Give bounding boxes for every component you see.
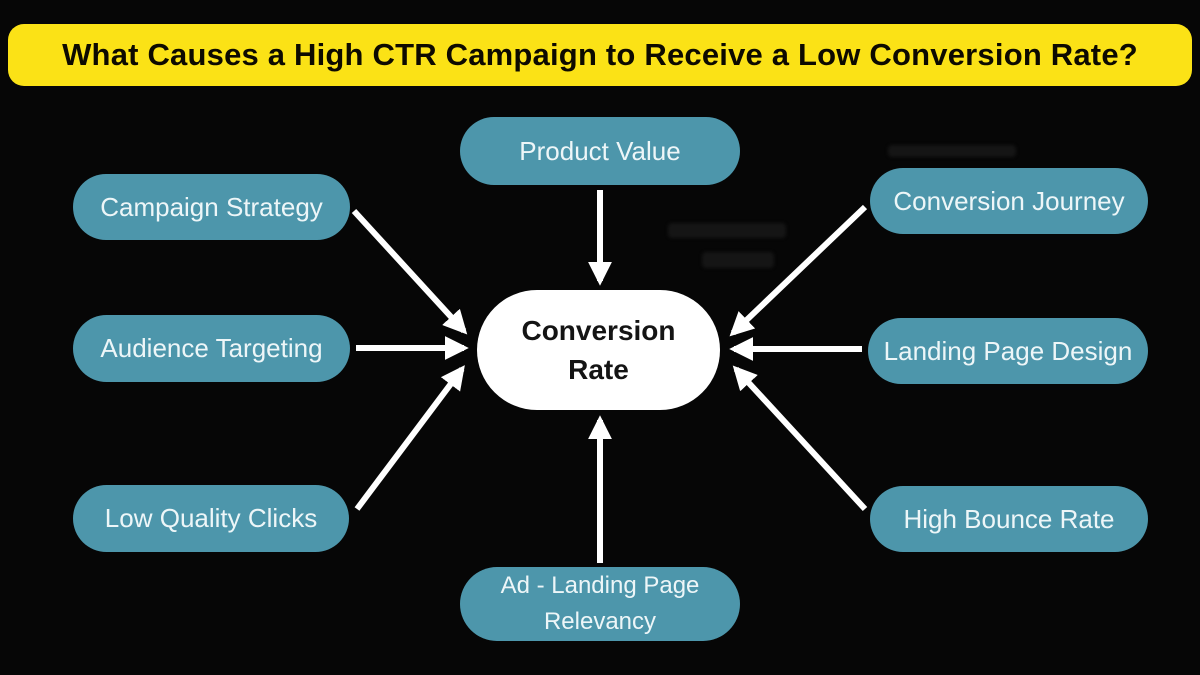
center-node-label: Conversion Rate bbox=[521, 314, 676, 385]
factor-node-product-value: Product Value bbox=[460, 117, 740, 185]
factor-node-label: Audience Targeting bbox=[100, 333, 323, 363]
factor-node-label: Low Quality Clicks bbox=[104, 503, 318, 533]
factor-node-conversion-journey: Conversion Journey bbox=[870, 168, 1148, 234]
factor-node-high-bounce-rate: High Bounce Rate bbox=[870, 486, 1148, 552]
page-title: What Causes a High CTR Campaign to Recei… bbox=[62, 37, 1138, 72]
title-banner: What Causes a High CTR Campaign to Recei… bbox=[8, 24, 1192, 86]
factor-node-label: Landing Page Design bbox=[883, 335, 1133, 366]
ghost-artifact bbox=[668, 223, 786, 238]
factor-node-label: Product Value bbox=[519, 135, 681, 166]
ghost-artifact bbox=[702, 252, 774, 268]
arrow-high-bounce-rate bbox=[732, 365, 868, 512]
factor-node-ad-landing-page-relevancy: Ad - Landing Page Relevancy bbox=[460, 567, 740, 641]
factor-node-label: Campaign Strategy bbox=[100, 191, 323, 222]
center-node-conversion-rate: Conversion Rate bbox=[477, 290, 720, 410]
factor-node-campaign-strategy: Campaign Strategy bbox=[73, 174, 350, 240]
factor-node-landing-page-design: Landing Page Design bbox=[868, 318, 1148, 384]
arrow-low-quality-clicks bbox=[354, 365, 465, 511]
arrow-campaign-strategy bbox=[351, 208, 468, 335]
factor-node-low-quality-clicks: Low Quality Clicks bbox=[73, 485, 349, 552]
factor-node-audience-targeting: Audience Targeting bbox=[73, 315, 350, 382]
ghost-artifact bbox=[888, 145, 1016, 157]
factor-node-label: High Bounce Rate bbox=[903, 503, 1115, 534]
factor-node-label: Ad - Landing Page Relevancy bbox=[500, 572, 700, 635]
factor-node-label: Conversion Journey bbox=[893, 185, 1125, 216]
